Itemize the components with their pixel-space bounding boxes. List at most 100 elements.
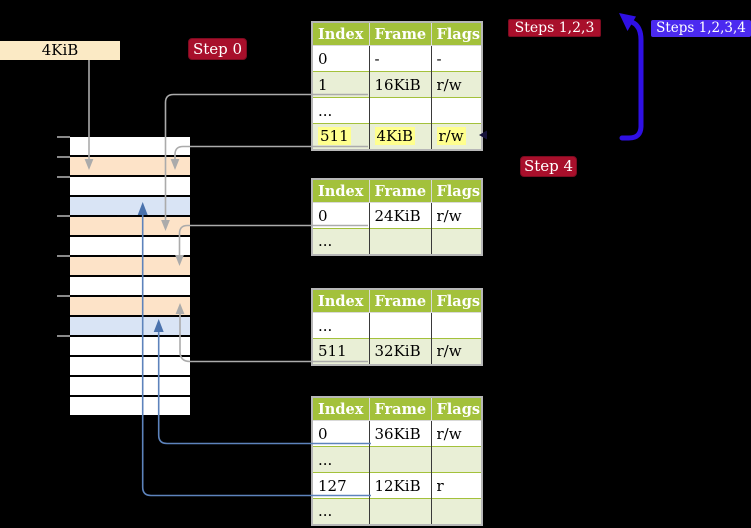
physical-memory-stack bbox=[70, 137, 190, 415]
page-table-2: Index Frame Flags 0 24KiB r/w ... bbox=[311, 178, 483, 256]
cell-index: 0 bbox=[312, 202, 369, 229]
col-header-frame: Frame bbox=[368, 178, 432, 203]
table-row: 0 36KiB r/w bbox=[312, 420, 482, 447]
cell-flags bbox=[430, 446, 482, 473]
cell-index: 0 bbox=[312, 45, 369, 72]
memory-frame-row bbox=[70, 277, 190, 297]
col-header-flags: Flags bbox=[430, 21, 483, 46]
table-header-row: Index Frame Flags bbox=[311, 178, 483, 203]
cell-flags bbox=[430, 312, 482, 339]
cell-frame: 36KiB bbox=[368, 420, 431, 447]
memory-frame-row bbox=[70, 197, 190, 217]
table-row: 1 16KiB r/w bbox=[312, 71, 482, 98]
cell-flags bbox=[430, 97, 482, 124]
address-tick bbox=[57, 136, 70, 138]
cell-flags: r/w bbox=[430, 338, 482, 365]
cell-frame bbox=[368, 97, 431, 124]
memory-frame-row bbox=[70, 217, 190, 237]
frame-size-label: 4KiB bbox=[0, 41, 120, 60]
cell-index: ... bbox=[312, 228, 369, 255]
table-row: ... bbox=[312, 228, 482, 255]
address-tick bbox=[57, 335, 70, 337]
cell-frame: 24KiB bbox=[368, 202, 431, 229]
address-tick bbox=[57, 176, 70, 178]
col-header-flags: Flags bbox=[430, 178, 483, 203]
memory-frame-row bbox=[70, 377, 190, 397]
step0-badge: Step 0 bbox=[188, 38, 247, 60]
address-tick bbox=[57, 156, 70, 158]
table-row: ... bbox=[312, 97, 482, 124]
table-row: ... bbox=[312, 312, 482, 339]
highlighted-value: 511 bbox=[318, 127, 351, 146]
col-header-flags: Flags bbox=[430, 288, 483, 313]
cell-frame: 12KiB bbox=[368, 472, 431, 499]
highlighted-value: 4KiB bbox=[374, 127, 416, 146]
col-header-frame: Frame bbox=[368, 21, 432, 46]
memory-frame-row bbox=[70, 257, 190, 277]
table-header-row: Index Frame Flags bbox=[311, 21, 483, 46]
table-row: ... bbox=[312, 446, 482, 473]
highlighted-value: r/w bbox=[436, 127, 466, 146]
col-header-index: Index bbox=[311, 396, 370, 421]
table-row-recursive-entry: 511 4KiB r/w bbox=[312, 123, 482, 150]
memory-frame-row bbox=[70, 157, 190, 177]
page-table-4: Index Frame Flags 0 36KiB r/w ... 127 12… bbox=[311, 396, 483, 526]
address-tick bbox=[57, 215, 70, 217]
cell-frame bbox=[368, 446, 431, 473]
table-row: 0 - - bbox=[312, 45, 482, 72]
cell-flags: r/w bbox=[430, 123, 482, 150]
steps123-badge: Steps 1,2,3 bbox=[508, 19, 601, 37]
address-tick bbox=[57, 255, 70, 257]
memory-frame-row bbox=[70, 317, 190, 337]
table-header-row: Index Frame Flags bbox=[311, 288, 483, 313]
cell-frame: - bbox=[368, 45, 431, 72]
col-header-frame: Frame bbox=[368, 288, 432, 313]
memory-frame-row bbox=[70, 177, 190, 197]
page-table-1: Index Frame Flags 0 - - 1 16KiB r/w ... … bbox=[311, 21, 483, 151]
col-header-flags: Flags bbox=[430, 396, 483, 421]
cell-frame: 16KiB bbox=[368, 71, 431, 98]
col-header-index: Index bbox=[311, 178, 370, 203]
cell-index: ... bbox=[312, 498, 369, 525]
table-row: 511 32KiB r/w bbox=[312, 338, 482, 365]
steps1234-badge: Steps 1,2,3,4 bbox=[651, 20, 751, 37]
step4-badge: Step 4 bbox=[520, 156, 577, 177]
memory-frame-row bbox=[70, 397, 190, 415]
col-header-index: Index bbox=[311, 21, 370, 46]
cell-frame bbox=[368, 228, 431, 255]
table-row: ... bbox=[312, 498, 482, 525]
cell-flags: r bbox=[430, 472, 482, 499]
cell-index: 511 bbox=[312, 123, 369, 150]
cell-flags: r/w bbox=[430, 202, 482, 229]
cell-flags bbox=[430, 498, 482, 525]
cell-flags: - bbox=[430, 45, 482, 72]
cell-frame bbox=[368, 498, 431, 525]
cell-index: ... bbox=[312, 97, 369, 124]
memory-frame-row bbox=[70, 357, 190, 377]
arrowhead-up-left-icon bbox=[619, 13, 636, 31]
cell-index: ... bbox=[312, 446, 369, 473]
table-row: 127 12KiB r bbox=[312, 472, 482, 499]
address-tick bbox=[57, 295, 70, 297]
memory-frame-row bbox=[70, 297, 190, 317]
page-table-3: Index Frame Flags ... 511 32KiB r/w bbox=[311, 288, 483, 366]
memory-frame-row bbox=[70, 137, 190, 157]
cell-index: 0 bbox=[312, 420, 369, 447]
cell-frame: 4KiB bbox=[368, 123, 431, 150]
cell-index: ... bbox=[312, 312, 369, 339]
table-row: 0 24KiB r/w bbox=[312, 202, 482, 229]
cell-frame: 32KiB bbox=[368, 338, 431, 365]
memory-frame-row bbox=[70, 337, 190, 357]
col-header-index: Index bbox=[311, 288, 370, 313]
cell-frame bbox=[368, 312, 431, 339]
memory-frame-row bbox=[70, 237, 190, 257]
table-header-row: Index Frame Flags bbox=[311, 396, 483, 421]
cell-index: 511 bbox=[312, 338, 369, 365]
cell-flags: r/w bbox=[430, 71, 482, 98]
cell-index: 1 bbox=[312, 71, 369, 98]
recursive-mapping-arrow bbox=[619, 19, 644, 141]
cell-flags: r/w bbox=[430, 420, 482, 447]
cell-index: 127 bbox=[312, 472, 369, 499]
col-header-frame: Frame bbox=[368, 396, 432, 421]
